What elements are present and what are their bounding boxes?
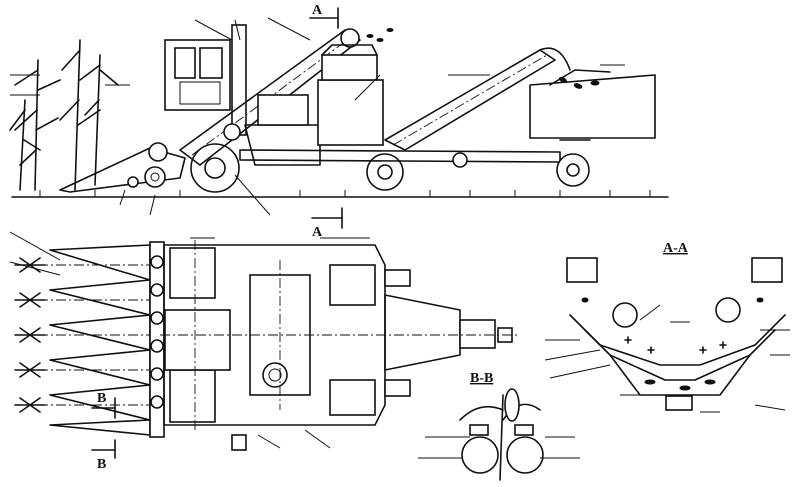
elevator-drive-pulley xyxy=(223,123,241,141)
cobs-in-flight xyxy=(366,28,600,89)
hopper-plan-bottom xyxy=(329,379,376,416)
gathering-roller xyxy=(148,142,168,162)
section-aa-marker-top: A xyxy=(309,3,339,29)
husking-stars-aa xyxy=(624,336,727,354)
corn-cob-bb xyxy=(504,388,520,422)
auger-housing-aa xyxy=(665,395,693,411)
section-aa-label-bottom: A xyxy=(312,225,323,240)
section-bb-title: B-B xyxy=(470,371,493,386)
side-view: A A xyxy=(9,3,669,240)
section-aa-marker-bottom: A xyxy=(311,207,343,240)
step-plan xyxy=(231,434,247,451)
hopper-plan-top xyxy=(329,264,376,306)
ground-hatching xyxy=(39,190,651,197)
leader-lines-aa xyxy=(544,304,790,413)
section-aa-view: A-A xyxy=(544,241,790,413)
snapping-roller-right xyxy=(506,436,544,474)
fan-right-aa xyxy=(715,297,741,323)
plan-centerlines xyxy=(160,240,520,432)
section-bb-marker-bottom: B xyxy=(91,439,116,472)
small-roller xyxy=(127,176,139,188)
husking-bed-aa xyxy=(609,354,751,396)
leader-lines-side xyxy=(10,17,625,216)
drawbar-plan xyxy=(384,294,461,371)
snapping-roller-left xyxy=(461,436,499,474)
elevator-head-pulley xyxy=(340,28,360,48)
trailer-body xyxy=(529,74,656,139)
section-bb-label-bottom: B xyxy=(97,457,106,472)
plant-bb xyxy=(459,394,541,481)
wheel-right-front xyxy=(169,369,216,423)
wheel-left-front xyxy=(169,247,216,299)
trough-inner-aa xyxy=(584,329,776,381)
section-bb-marker-top: B xyxy=(91,391,116,419)
header-rollers-plan xyxy=(150,255,164,409)
section-bb-view: B-B xyxy=(418,371,580,481)
leader-lines-bb xyxy=(418,436,580,459)
cabin-plan xyxy=(164,309,231,371)
corn-plants-plan xyxy=(14,257,46,413)
plan-view: B B xyxy=(9,231,520,472)
leader-lines-plan xyxy=(9,231,370,449)
header-snout-side xyxy=(59,147,186,193)
section-bb-label-top: B xyxy=(97,391,106,406)
hitch-plan xyxy=(459,319,496,349)
lower-roller xyxy=(144,166,166,188)
corn-plants-side xyxy=(9,39,119,191)
cleaning-hopper xyxy=(321,54,378,81)
section-aa-title: A-A xyxy=(663,241,689,256)
main-body-plan xyxy=(163,244,386,426)
hopper-right-aa xyxy=(751,257,783,283)
engine-body xyxy=(244,124,321,166)
section-aa-label-top: A xyxy=(312,3,323,18)
cobs-aa xyxy=(581,297,764,391)
fan-left-aa xyxy=(612,302,638,328)
husker-housing xyxy=(317,79,384,146)
header-snouts-plan xyxy=(49,244,151,436)
main-frame xyxy=(239,149,561,163)
unloading-elevator xyxy=(384,49,556,151)
hopper-left-aa xyxy=(566,257,598,283)
exhaust-pipe xyxy=(231,24,247,136)
main-elevator xyxy=(179,29,361,166)
